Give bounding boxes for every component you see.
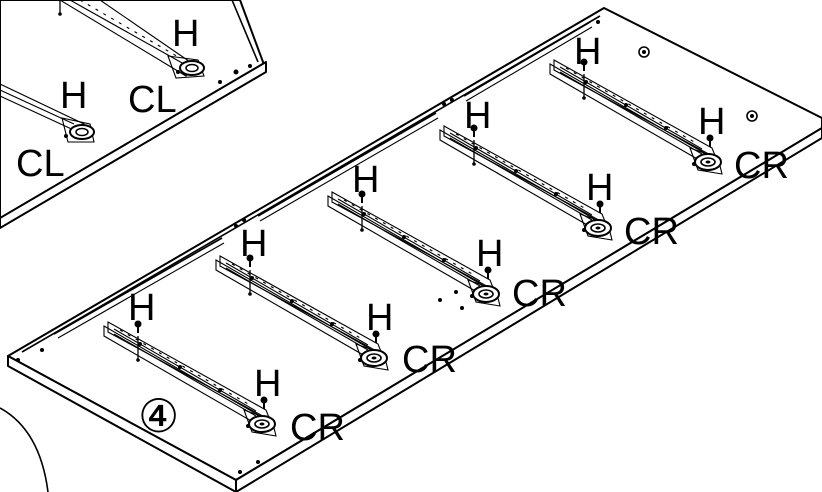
left-panel-rail-upper (58, 0, 205, 79)
label-hinge-rail-3-start: H (352, 159, 379, 201)
label-hinge-rail-2-start: H (240, 223, 267, 265)
label-hinge-rail-3-end: H (476, 233, 503, 275)
label-hinge-rail-4-start: H (464, 95, 491, 137)
label-hinge-left-lower: H (60, 75, 87, 117)
label-hinge-rail-5-start: H (574, 31, 601, 73)
label-hinge-left-upper: H (172, 13, 199, 55)
label-cl-lower: CL (16, 143, 65, 185)
step-number: ④ (138, 389, 179, 443)
left-side-panel (0, 0, 267, 229)
label-cr-rail-3: CR (512, 273, 567, 315)
label-cr-rail-1: CR (290, 407, 345, 449)
label-hinge-rail-5-end: H (698, 101, 725, 143)
floor-arc (0, 407, 49, 492)
label-hinge-rail-2-end: H (366, 297, 393, 339)
label-cr-rail-5: CR (734, 145, 789, 187)
label-hinge-rail-1-start: H (128, 287, 155, 329)
label-hinge-rail-1-end: H (254, 363, 281, 405)
left-panel-rail-lower (0, 83, 95, 143)
label-cl-upper: CL (128, 79, 177, 121)
label-hinge-rail-4-end: H (586, 167, 613, 209)
label-cr-rail-2: CR (402, 339, 457, 381)
label-cr-rail-4: CR (624, 211, 679, 253)
